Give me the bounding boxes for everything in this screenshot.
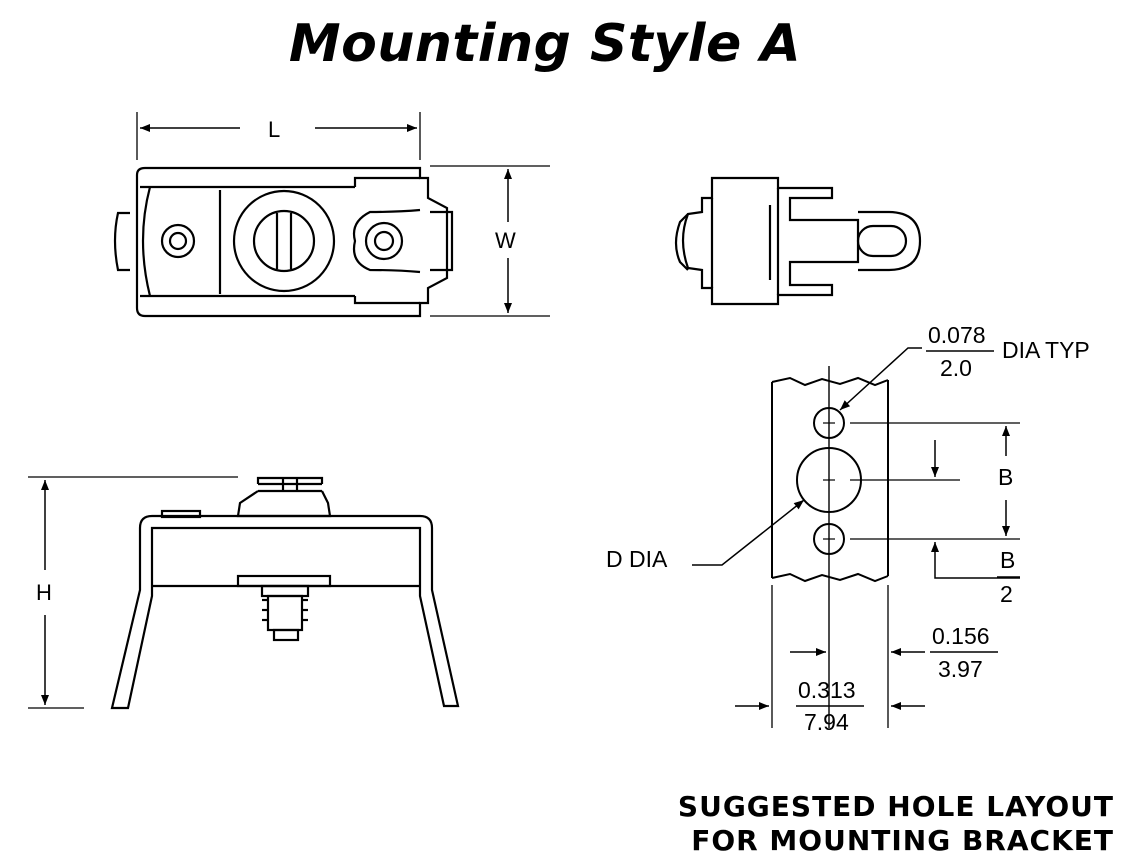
half-spacing-numerator: B [1000,547,1015,573]
layout-caption: SUGGESTED HOLE LAYOUT FOR MOUNTING BRACK… [678,790,1114,858]
edge-offset-inches: 0.156 [932,623,990,649]
caption-line-2: FOR MOUNTING BRACKET [691,824,1114,857]
edge-offset-mm: 3.97 [938,656,983,682]
spacing-label: B [998,464,1013,490]
top-view [113,112,550,318]
hole-dia-note: DIA TYP [1002,337,1090,363]
width-label: W [495,228,516,253]
end-view [674,176,922,306]
width-mm: 7.94 [804,709,849,735]
caption-line-1: SUGGESTED HOLE LAYOUT [677,790,1114,823]
length-label: L [268,117,280,142]
hole-layout [692,347,1020,728]
height-label: H [36,580,52,605]
center-dia-label: D DIA [606,546,668,572]
width-inches: 0.313 [798,677,856,703]
half-spacing-denominator: 2 [1000,581,1013,607]
hole-dia-inches: 0.078 [928,322,986,348]
hole-dia-mm: 2.0 [940,355,972,381]
side-view [28,476,460,710]
page-title: Mounting Style A [288,14,802,74]
